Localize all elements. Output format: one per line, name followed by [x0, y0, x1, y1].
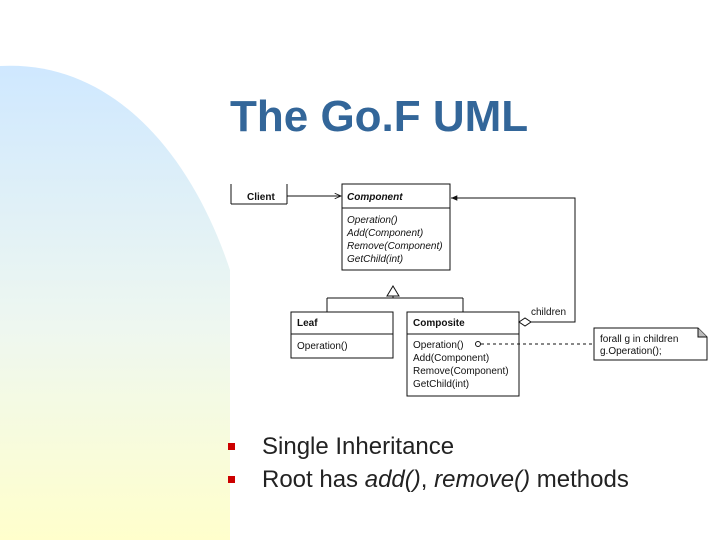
bullet-square-icon — [228, 476, 235, 483]
composite-class: Composite Operation() Add(Component) Rem… — [406, 311, 520, 397]
component-op-4: GetChild(int) — [347, 254, 403, 265]
note-line-1: forall g in children — [600, 334, 678, 345]
client-class: Client — [230, 184, 288, 205]
component-class-name: Component — [347, 192, 403, 203]
composite-op-4: GetChild(int) — [413, 379, 469, 390]
component-op-2: Add(Component) — [346, 228, 423, 239]
component-class: Component Operation() Add(Component) Rem… — [341, 183, 451, 271]
component-op-1: Operation() — [347, 215, 398, 226]
bullet-square-icon — [228, 443, 235, 450]
component-op-3: Remove(Component) — [347, 241, 443, 252]
operation-note: forall g in children g.Operation(); — [475, 327, 708, 361]
client-class-name: Client — [247, 192, 275, 203]
generalization-connector — [326, 285, 464, 312]
composite-op-1: Operation() — [413, 340, 464, 351]
bullet-list: Single Inheritance Root has add(), remov… — [228, 430, 629, 496]
leaf-class: Leaf Operation() — [290, 311, 394, 359]
leaf-op-1: Operation() — [297, 341, 348, 352]
bullet-text-2-add: add() — [364, 466, 421, 493]
leaf-class-name: Leaf — [297, 318, 318, 329]
note-line-2: g.Operation(); — [600, 346, 662, 357]
children-role-label: children — [531, 307, 566, 318]
bullet-text-2-suffix: methods — [530, 466, 629, 493]
bullet-text-2-prefix: Root has — [262, 466, 365, 493]
composite-op-2: Add(Component) — [413, 353, 489, 364]
bullet-item-root-methods: Root has add(), remove() methods — [228, 463, 629, 496]
bullet-text-2-sep: , — [420, 466, 435, 493]
bullet-text-2-remove: remove() — [434, 466, 531, 493]
children-aggregation: children — [451, 195, 576, 327]
uml-class-diagram: Client Component Operation() Add(Compone… — [230, 183, 708, 397]
slide-title: The Go.F UML — [230, 92, 529, 141]
bullet-text-1: Single Inheritance — [262, 433, 455, 460]
composite-class-name: Composite — [413, 318, 465, 329]
composite-op-3: Remove(Component) — [413, 366, 509, 377]
bullet-item-single-inheritance: Single Inheritance — [228, 430, 629, 463]
